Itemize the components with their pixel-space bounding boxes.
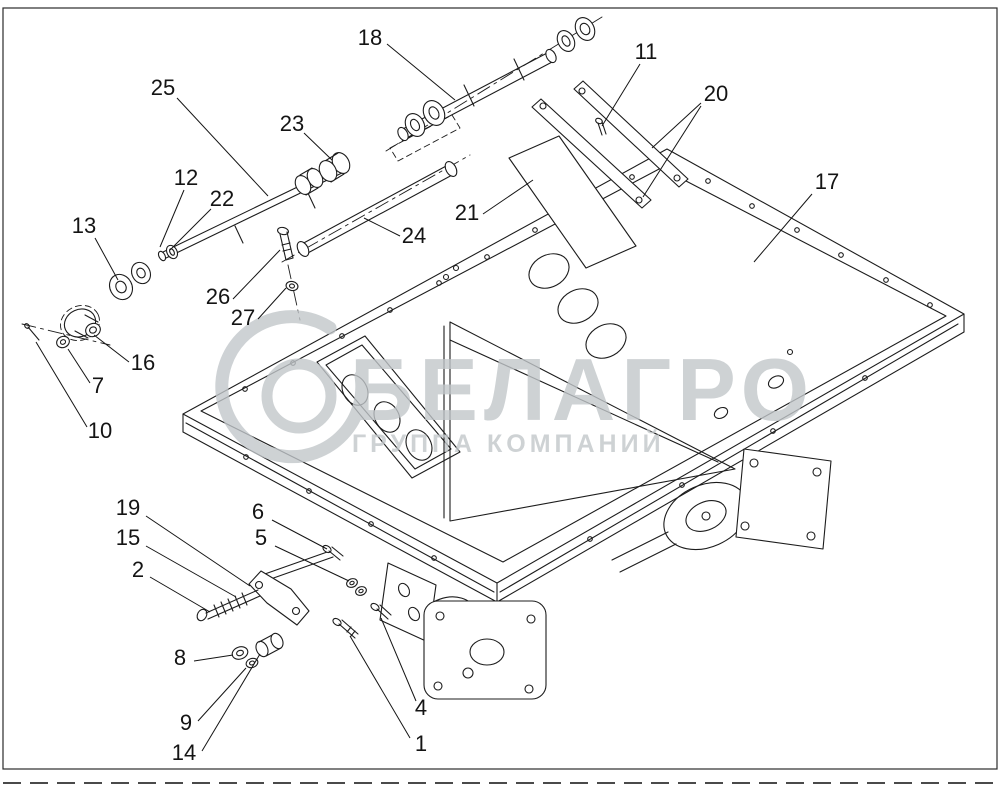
part-number-7: 7	[92, 373, 104, 398]
exploded-parts	[21, 16, 689, 669]
part-number-13: 13	[72, 213, 96, 238]
part-number-6: 6	[252, 499, 264, 524]
part-number-25: 25	[151, 75, 175, 100]
part-number-18: 18	[358, 25, 382, 50]
sprocket-assembly	[21, 304, 111, 349]
belagro-logo-icon	[215, 310, 369, 464]
floor-holes	[442, 253, 794, 420]
part-number-8: 8	[174, 645, 186, 670]
agitation-linkage	[196, 544, 392, 669]
thin-shaft-assembly	[108, 152, 351, 301]
callout-18: 18	[358, 25, 456, 101]
right-roller-assembly	[611, 448, 832, 573]
callout-13: 13	[72, 213, 119, 281]
callout-27: 27	[231, 287, 287, 330]
callout-9: 9	[180, 667, 247, 735]
callout-21: 21	[455, 179, 534, 225]
bolt-and-washer	[277, 226, 301, 321]
part-number-11: 11	[635, 39, 658, 64]
callout-23: 23	[280, 111, 333, 161]
callout-11: 11	[601, 39, 658, 127]
callout-7: 7	[67, 348, 104, 398]
part-number-19: 19	[116, 495, 140, 520]
watermark-subtitle: ГРУППА КОМПАНИЙ	[352, 428, 665, 458]
part-number-1: 1	[415, 731, 427, 756]
bottom-gearbox-assembly	[379, 562, 547, 700]
watermark-title: БЕЛАГРО	[350, 340, 815, 439]
callout-2: 2	[132, 557, 211, 613]
callouts: 18 25 23 11 20 12 22 13	[35, 25, 839, 765]
part-number-14: 14	[172, 740, 196, 765]
callout-12: 12	[159, 165, 198, 248]
part-number-22: 22	[210, 186, 234, 211]
part-number-12: 12	[174, 165, 198, 190]
callout-24: 24	[363, 217, 426, 248]
part-number-26: 26	[206, 284, 230, 309]
part-number-10: 10	[88, 418, 112, 443]
part-number-5: 5	[255, 525, 267, 550]
part-number-27: 27	[231, 305, 255, 330]
page-frame	[2, 7, 998, 784]
roller-tube	[281, 154, 471, 263]
part-number-16: 16	[131, 350, 155, 375]
callout-20: 20	[642, 81, 728, 198]
part-number-24: 24	[402, 223, 426, 248]
callout-4: 4	[380, 617, 427, 720]
callout-17: 17	[753, 169, 839, 263]
callout-19: 19	[116, 495, 251, 587]
part-number-2: 2	[132, 557, 144, 582]
callout-14: 14	[172, 653, 261, 765]
part-number-21: 21	[455, 200, 479, 225]
part-number-4: 4	[415, 695, 427, 720]
callout-10: 10	[35, 341, 112, 443]
top-shaft-assembly	[385, 16, 603, 162]
mounting-straps-and-plate	[508, 80, 689, 269]
part-number-17: 17	[815, 169, 839, 194]
watermark: БЕЛАГРО ГРУППА КОМПАНИЙ	[215, 310, 815, 464]
part-number-23: 23	[280, 111, 304, 136]
callout-22: 22	[169, 186, 234, 251]
callout-5: 5	[255, 525, 350, 582]
part-number-15: 15	[116, 525, 140, 550]
part-number-9: 9	[180, 710, 192, 735]
callout-1: 1	[349, 635, 427, 756]
callout-16: 16	[93, 334, 155, 375]
callout-8: 8	[174, 645, 234, 670]
callout-15: 15	[116, 525, 237, 598]
callout-25: 25	[151, 75, 269, 197]
part-number-20: 20	[704, 81, 728, 106]
callout-6: 6	[252, 499, 328, 550]
interior-baffle	[443, 321, 736, 522]
hopper-body	[182, 148, 965, 700]
callout-26: 26	[206, 249, 281, 309]
